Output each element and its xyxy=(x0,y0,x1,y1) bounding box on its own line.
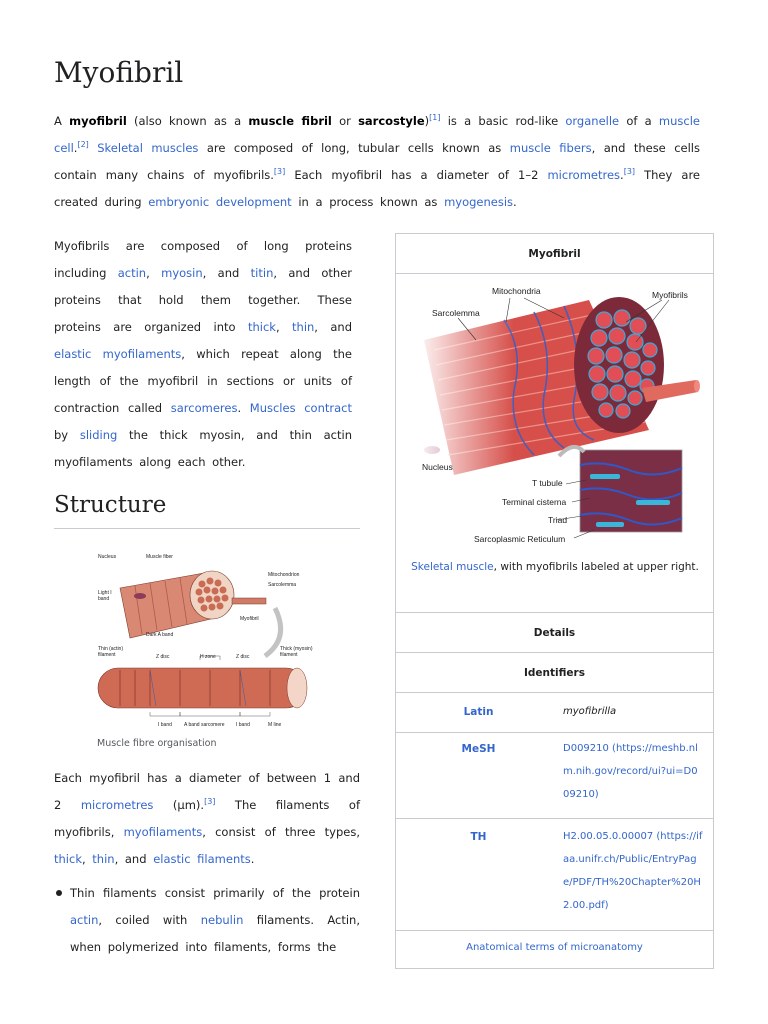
term-myofibril: myofibril xyxy=(69,114,127,128)
sarcomere-rod xyxy=(97,667,307,709)
link-elastic-myofilaments[interactable]: elastic myofilaments xyxy=(54,347,182,361)
infobox-divider xyxy=(396,612,713,613)
link-actin[interactable]: actin xyxy=(70,913,99,927)
mesh-label[interactable]: MeSH xyxy=(461,743,496,755)
label-light-i-band-2: band xyxy=(98,596,109,602)
label-myofibrils: Myofibrils xyxy=(652,290,688,300)
nucleus-shape xyxy=(134,593,146,599)
infobox-title: Myofibril xyxy=(396,234,713,274)
label-nucleus: Nucleus xyxy=(422,462,453,472)
link-sliding[interactable]: sliding xyxy=(79,428,118,442)
link-skeletal-muscles[interactable]: Skeletal muscles xyxy=(97,141,199,155)
bullet-icon xyxy=(56,890,62,896)
label-a-band-sarcomere: A band sarcomere xyxy=(184,722,225,728)
filaments-paragraph: Each myofibril has a diameter of between… xyxy=(54,771,360,866)
infobox-row-th: TH H2.00.05.0.00007 (https://ifaa.unifr.… xyxy=(396,819,713,931)
latin-label: Latin xyxy=(463,706,494,718)
infobox-identifiers-header: Identifiers xyxy=(396,653,713,693)
link-thick[interactable]: thick xyxy=(54,852,82,866)
link-embryonic-development[interactable]: embryonic development xyxy=(148,195,292,209)
label-sarcoplasmic-reticulum: Sarcoplasmic Reticulum xyxy=(474,534,565,544)
label-triad: Triad xyxy=(548,515,567,525)
label-thin-filament-1: Thin (actin) xyxy=(98,646,123,652)
page-title: Myofibril xyxy=(54,56,184,89)
label-light-i-band-1: Light I xyxy=(98,590,112,596)
zoom-arrow xyxy=(263,606,284,659)
intro-paragraph: A myofibril (also known as a muscle fibr… xyxy=(54,113,700,209)
link-nebulin[interactable]: nebulin xyxy=(200,913,244,927)
ref-link[interactable]: [2] xyxy=(77,140,89,150)
ref-link[interactable]: [3] xyxy=(273,167,286,177)
link-thick[interactable]: thick xyxy=(247,320,276,334)
filament-list: Thin filaments consist primarily of the … xyxy=(54,880,360,961)
link-skeletal-muscle[interactable]: Skeletal muscle xyxy=(411,561,494,573)
list-item: Thin filaments consist primarily of the … xyxy=(54,880,360,961)
infobox: Myofibril xyxy=(395,233,714,969)
link-micrometres[interactable]: micrometres xyxy=(80,798,154,812)
th-link[interactable]: H2.00.05.0.00007 (https://ifaa.unifr.ch/… xyxy=(563,831,703,911)
link-myosin[interactable]: myosin xyxy=(161,266,203,280)
label-muscle-fiber: Muscle fiber xyxy=(146,554,173,560)
label-nucleus: Nucleus xyxy=(98,554,117,560)
link-muscles-contract[interactable]: Muscles contract xyxy=(249,401,352,415)
label-thin-filament-2: filament xyxy=(98,652,116,658)
label-mitochondrion: Mitochondrion xyxy=(268,572,300,578)
composition-paragraph: Myofibrils are composed of long proteins… xyxy=(54,239,353,469)
label-h-zone: H zone xyxy=(200,654,216,660)
link-thin[interactable]: thin xyxy=(92,852,115,866)
label-sarcolemma: Sarcolemma xyxy=(432,308,480,318)
label-mitochondria: Mitochondria xyxy=(492,286,541,296)
link-elastic-filaments[interactable]: elastic filaments xyxy=(153,852,251,866)
infobox-details-header: Details xyxy=(396,613,713,653)
latin-value: myofibrilla xyxy=(563,706,617,717)
link-muscle-fibers[interactable]: muscle fibers xyxy=(509,141,592,155)
label-z-disc-2: Z disc xyxy=(236,654,250,660)
term-sarcostyle: sarcostyle xyxy=(358,114,425,128)
link-actin[interactable]: actin xyxy=(117,266,147,280)
link-thin[interactable]: thin xyxy=(292,320,315,334)
label-i-band-2: I band xyxy=(236,722,250,728)
link-sarcomeres[interactable]: sarcomeres xyxy=(170,401,238,415)
term-muscle-fibril: muscle fibril xyxy=(248,114,332,128)
link-myofilaments[interactable]: myofilaments xyxy=(123,825,203,839)
label-myofibril: Myofibril xyxy=(240,616,259,622)
link-muscle-cell[interactable]: muscle cell xyxy=(54,114,700,155)
infobox-image[interactable]: Mitochondria Myofibrils Sarcolemma Nucle… xyxy=(414,280,700,546)
link-myogenesis[interactable]: myogenesis xyxy=(444,195,514,209)
ref-link[interactable]: [3] xyxy=(623,167,636,177)
label-dark-a-band: Dark A band xyxy=(146,632,173,638)
label-m-line: M line xyxy=(268,722,282,728)
label-thick-filament-2: filament xyxy=(280,652,298,658)
infobox-row-latin: Latin myofibrilla xyxy=(396,693,713,733)
infobox-row-mesh: MeSH D009210 (https://meshb.nlm.nih.gov/… xyxy=(396,733,713,819)
section-heading-structure: Structure xyxy=(54,492,360,529)
label-sarcolemma: Sarcolemma xyxy=(268,582,296,588)
muscle-fibre-figure[interactable]: Nucleus Muscle fiber Mitochondrion Sarco… xyxy=(90,548,320,734)
label-thick-filament-1: Thick (myosin) xyxy=(280,646,313,652)
ref-link[interactable]: [3] xyxy=(204,797,216,807)
th-label[interactable]: TH xyxy=(470,831,487,843)
anatomical-terms-link[interactable]: Anatomical terms of microanatomy xyxy=(466,942,643,953)
mesh-link[interactable]: D009210 (https://meshb.nlm.nih.gov/recor… xyxy=(563,743,698,800)
figure-caption: Muscle fibre organisation xyxy=(97,738,217,749)
infobox-caption: Skeletal muscle, with myofibrils labeled… xyxy=(411,561,699,573)
label-i-band: I band xyxy=(158,722,172,728)
sarcomere-end xyxy=(286,667,308,709)
link-organelle[interactable]: organelle xyxy=(565,114,620,128)
myofibril-rod xyxy=(231,597,267,605)
ref-link[interactable]: [1] xyxy=(429,113,441,123)
label-terminal-cisterna: Terminal cisterna xyxy=(502,497,567,507)
label-z-disc: Z disc xyxy=(156,654,170,660)
link-titin[interactable]: titin xyxy=(250,266,274,280)
inset-arrow xyxy=(557,444,586,458)
label-t-tubule: T tubule xyxy=(532,478,563,488)
link-micrometres[interactable]: micrometres xyxy=(547,168,621,182)
